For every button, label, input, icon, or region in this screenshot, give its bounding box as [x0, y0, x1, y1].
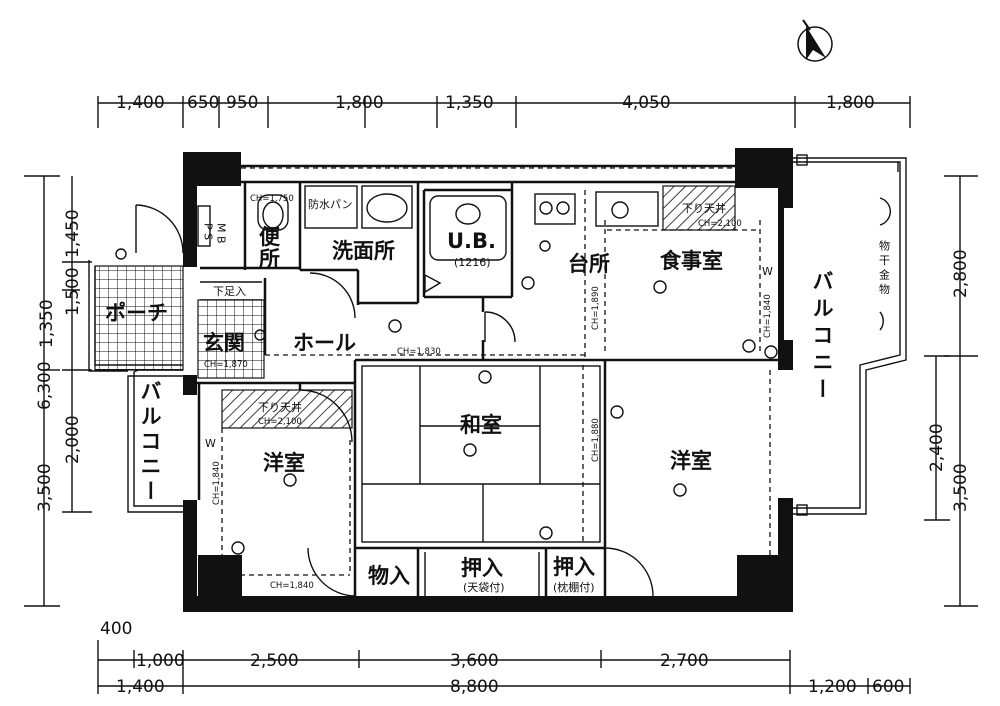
left-dim-2000: 2,000 [63, 415, 83, 464]
note-mb: M B [215, 223, 228, 244]
right-dimension-lines [924, 175, 978, 607]
bottom-dim-1000: 1,000 [136, 651, 185, 671]
room-japanese: 和室 [460, 413, 502, 437]
room-closet-2: 押入 [553, 555, 595, 579]
note-laundry-hardware: 物 干 金 物 [878, 239, 891, 295]
bottom-dim-1400: 1,400 [116, 677, 165, 697]
ceiling-height-1830: CH=1,830 [397, 347, 441, 357]
note-drain-pan: 防水パン [308, 197, 353, 211]
doors [135, 197, 891, 597]
note-drop-ceiling-kitchen: 下り天井 [682, 201, 726, 215]
right-dim-2800: 2,800 [951, 249, 971, 298]
bottom-dim-8800: 8,800 [450, 677, 499, 697]
room-closet-1: 押入 [461, 556, 503, 580]
left-dim-1450: 1,450 [63, 209, 83, 258]
top-dim-6: 4,050 [622, 93, 671, 113]
note-shoe-rack: 下足入 [213, 285, 246, 298]
bottom-dim-3600: 3,600 [450, 651, 499, 671]
room-ub: U.B. [447, 229, 496, 253]
room-toilet-1: 便 [259, 225, 281, 249]
room-washroom: 洗面所 [332, 239, 395, 263]
room-western-right: 洋室 [670, 449, 712, 473]
ceiling-height-1870: CH=1,870 [204, 360, 248, 370]
exterior-walls [183, 148, 793, 612]
room-closet-2-sub: (枕棚付) [553, 580, 595, 594]
ceiling-height-2100-western: CH=2,100 [258, 417, 302, 427]
bottom-dim-2500: 2,500 [250, 651, 299, 671]
right-balcony-outline [793, 157, 907, 515]
room-western-left: 洋室 [263, 451, 305, 475]
room-porch: ポーチ [105, 301, 168, 325]
left-dim-1500: 1,500 [63, 267, 83, 316]
bottom-dim-1200: 1,200 [808, 677, 857, 697]
entrance-floor [197, 299, 265, 379]
room-kitchen: 台所 [568, 252, 610, 276]
left-dim-1350: 1,350 [37, 299, 57, 348]
tatami-mats [361, 365, 601, 543]
bottom-dim-600: 600 [872, 677, 904, 697]
ceiling-height-2100-kitchen: CH=2,100 [698, 219, 742, 229]
drop-ceiling-western [221, 389, 353, 429]
note-ps: P S [202, 223, 215, 240]
top-dim-7: 1,800 [826, 93, 875, 113]
room-dining: 食事室 [660, 249, 723, 273]
top-dim-1: 1,400 [116, 93, 165, 113]
left-dimension-lines [24, 175, 92, 607]
ceiling-height-1750: CH=1,750 [250, 194, 294, 204]
room-toilet-2: 所 [259, 247, 280, 271]
room-balcony-right: バルコニー [810, 270, 834, 405]
ceiling-height-1840-bottom: CH=1,840 [270, 581, 314, 591]
bottom-dim-400: 400 [100, 619, 132, 639]
top-dim-4: 1,800 [335, 93, 384, 113]
ceiling-height-1840-western: CH=1,840 [212, 461, 222, 505]
bottom-dim-2700: 2,700 [660, 651, 709, 671]
left-dim-total: 6,300 [35, 361, 55, 410]
top-dim-2: 650 [187, 93, 219, 113]
top-dim-3: 950 [226, 93, 258, 113]
porch-floor [94, 265, 184, 371]
ceiling-height-1880: CH=1,880 [591, 418, 601, 462]
room-storage: 物入 [368, 564, 410, 588]
room-balcony-left: バルコニー [138, 380, 162, 505]
room-closet-1-sub: (天袋付) [463, 580, 505, 594]
ceiling-change-lines [221, 167, 771, 576]
bottom-dimension-lines [97, 640, 911, 694]
note-w-kitchen: W [762, 265, 773, 278]
right-dim-2400: 2,400 [927, 423, 947, 472]
ceiling-height-1890: CH=1,890 [591, 286, 601, 330]
room-ub-size: (1216) [454, 256, 491, 269]
ceiling-height-1840-dining: CH=1,840 [763, 294, 773, 338]
note-drop-ceiling-western: 下り天井 [258, 400, 302, 414]
top-dimension-line [97, 96, 911, 128]
note-w-western: W [205, 437, 216, 450]
left-balcony-outline [88, 260, 183, 513]
room-hall: ホール [293, 331, 356, 355]
top-dim-5: 1,350 [445, 93, 494, 113]
left-dim-lower: 3,500 [35, 463, 55, 512]
interior-walls [197, 182, 790, 596]
right-dim-3500: 3,500 [951, 463, 971, 512]
fixtures [115, 154, 808, 555]
room-entrance: 玄関 [203, 331, 245, 355]
north-arrow-icon [797, 19, 833, 62]
